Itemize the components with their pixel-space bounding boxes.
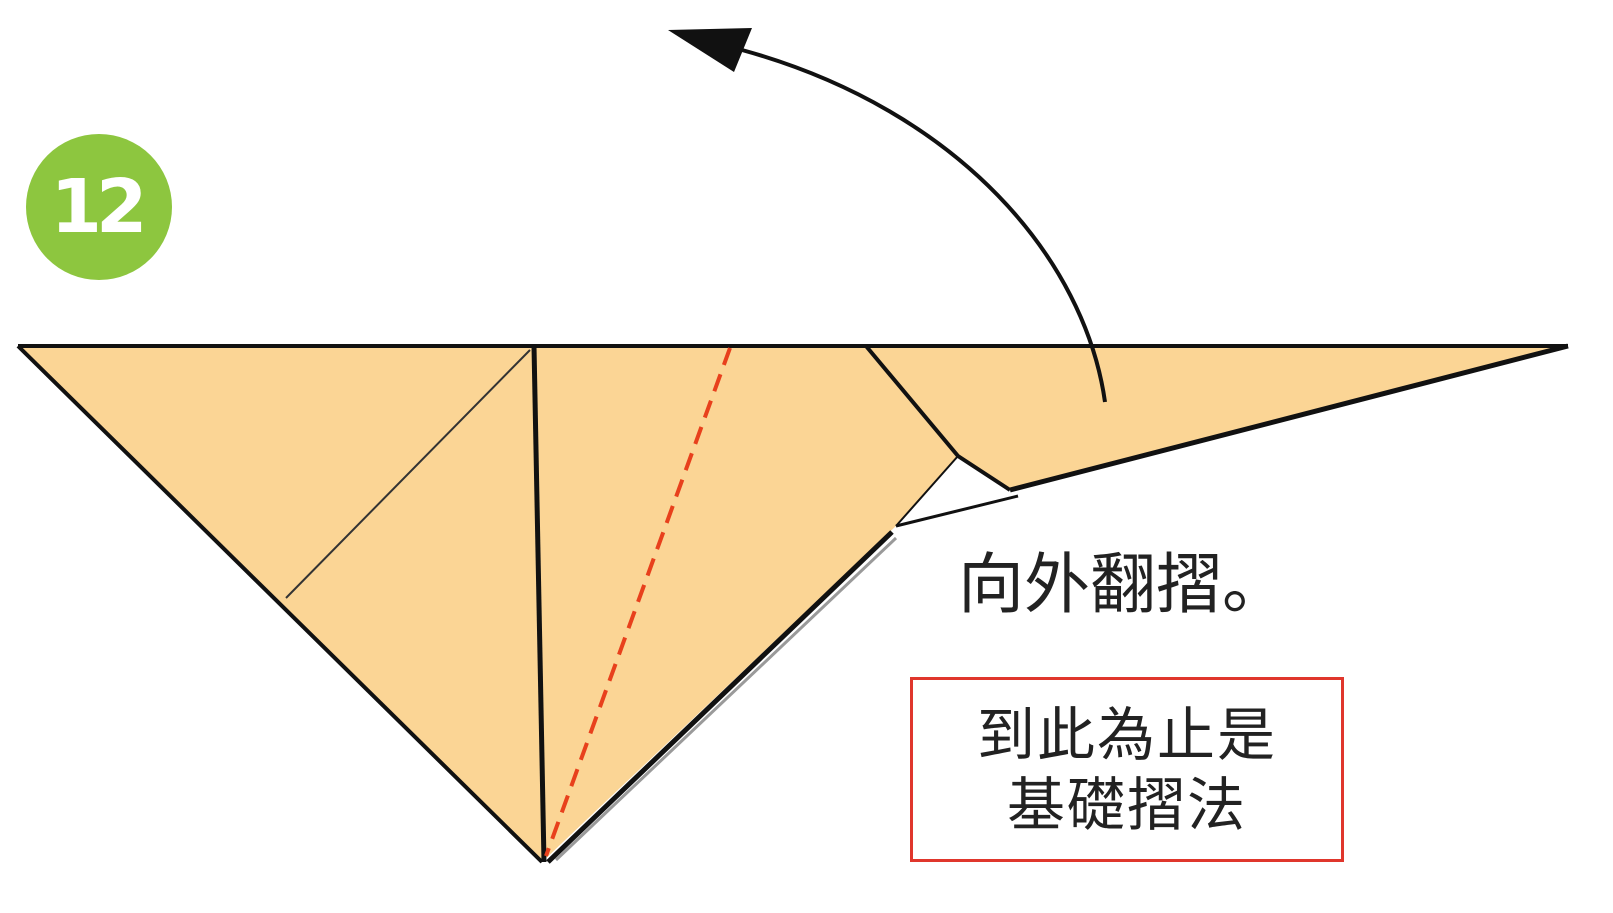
center-vertical-edge bbox=[531, 345, 547, 863]
lower-right-edge bbox=[546, 530, 894, 864]
lower-right-edge-shadow bbox=[554, 536, 898, 862]
valley-fold-line bbox=[544, 347, 732, 857]
fold-direction-arrow bbox=[741, 48, 1107, 403]
note-line-2: 基礎摺法 bbox=[1006, 770, 1247, 839]
right-flap bbox=[846, 346, 1568, 490]
notch-inner-edge bbox=[895, 455, 959, 527]
left-slant-edge bbox=[16, 344, 544, 864]
arrow-head-icon bbox=[668, 28, 752, 72]
step-number: 12 bbox=[50, 164, 148, 250]
note-box: 到此為止是 基礎摺法 bbox=[910, 677, 1344, 862]
note-line-1: 到此為止是 bbox=[976, 700, 1277, 769]
fold-instruction: 向外翻摺。 bbox=[958, 546, 1288, 623]
center-flap bbox=[534, 346, 958, 862]
inner-crease-line bbox=[285, 349, 531, 599]
step-number-badge: 12 bbox=[26, 134, 172, 280]
right-bottom-edge bbox=[1009, 343, 1569, 493]
lower-flap-edge bbox=[895, 494, 1019, 528]
